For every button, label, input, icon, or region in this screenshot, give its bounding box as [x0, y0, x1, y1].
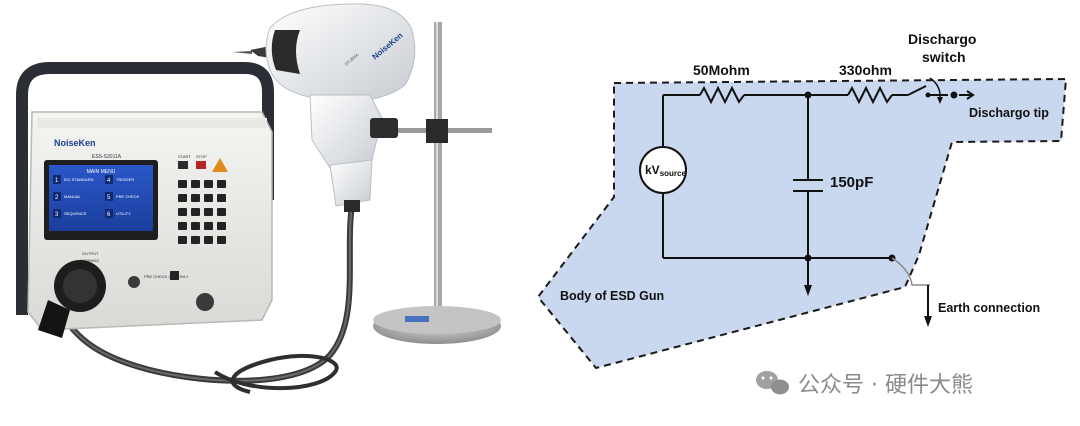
keypad-key[interactable]: [217, 180, 226, 188]
screen-menu: 1 IEC STANDARD 2 MANUAL 3 SEQUENCE 4 TRIGGER 5 PR…: [53, 175, 140, 218]
gun-head: [265, 3, 416, 102]
watermark-text: 公众号 · 硬件大熊: [798, 373, 973, 398]
switch-label-line1: Dischargo: [908, 31, 976, 47]
menu-item-number-box[interactable]: [53, 175, 61, 184]
keypad-key[interactable]: [204, 180, 213, 188]
menu-item-label[interactable]: IEC STANDARD: [64, 177, 94, 182]
keypad-key[interactable]: [191, 222, 200, 230]
keypad-key[interactable]: [178, 222, 187, 230]
r2-label: 330ohm: [839, 62, 892, 78]
warning-label: WARNING: [80, 258, 99, 263]
menu-item-number: 4: [107, 178, 111, 184]
discharge-switch: [907, 85, 927, 96]
kv-source: [639, 146, 687, 194]
keypad-key[interactable]: [178, 208, 187, 216]
stop-label: STOP: [196, 154, 207, 159]
tip-arrow: [959, 90, 975, 100]
node-bottom: [804, 254, 812, 262]
keypad-key[interactable]: [204, 222, 213, 230]
menu-item-number: 5: [107, 195, 111, 201]
keypad-key[interactable]: [217, 208, 226, 216]
keypad-key[interactable]: [178, 194, 187, 202]
body-label: Body of ESD Gun: [560, 289, 664, 303]
carry-handle: [16, 62, 274, 315]
menu-item-label[interactable]: UTILITY: [116, 211, 131, 216]
keypad-key[interactable]: [191, 194, 200, 202]
menu-item-number: 3: [55, 212, 59, 218]
esd-gun-circuit-diagram: kVsource 50Mohm 330ohm 150pF Dischargo s…: [536, 31, 1068, 370]
tip-label: Dischargo tip: [969, 106, 1049, 120]
wires: [662, 94, 948, 288]
keypad-key[interactable]: [178, 180, 187, 188]
gun-grip: [329, 159, 373, 207]
resistor-50mohm: [699, 85, 745, 105]
menu-item-number: 1: [55, 178, 59, 184]
gun-body-outline: [536, 77, 1068, 370]
earth-lead: [891, 257, 930, 286]
keypad-key[interactable]: [217, 222, 226, 230]
menu-item-label[interactable]: SEQUENCE: [64, 211, 87, 216]
start-label: START: [178, 154, 191, 159]
menu-item-number-box[interactable]: [53, 209, 61, 218]
node-top: [804, 91, 812, 99]
screen-title: MAIN MENU: [87, 169, 116, 175]
hazard-icon: [212, 158, 228, 172]
keypad-key[interactable]: [217, 194, 226, 202]
watermark: 公众号 · 硬件大熊: [756, 371, 973, 398]
keypad-key[interactable]: [204, 194, 213, 202]
menu-item-number: 2: [55, 195, 59, 201]
connector-plug: [38, 300, 70, 338]
ground-arrow: [804, 285, 812, 296]
keypad-key[interactable]: [191, 180, 200, 188]
menu-item-label[interactable]: PRE CHECK: [116, 194, 140, 199]
keypad-key[interactable]: [178, 236, 187, 244]
earth-label: Earth connection: [938, 301, 1040, 315]
menu-item-number-box[interactable]: [105, 175, 113, 184]
cable-loop: [213, 353, 339, 394]
keypad: START STOP: [178, 154, 228, 244]
lcd-screen: [49, 165, 153, 231]
knob[interactable]: [196, 293, 214, 311]
brand-label: NoiseKen: [54, 138, 96, 148]
start-key[interactable]: [178, 161, 188, 169]
source-label: kVsource: [645, 163, 686, 178]
keypad-key[interactable]: [204, 236, 213, 244]
esd-gun: NoiseKen GT-30RA: [232, 3, 416, 212]
r1-label: 50Mohm: [693, 62, 750, 78]
keypad-key[interactable]: [191, 236, 200, 244]
menu-item-number-box[interactable]: [105, 192, 113, 201]
menu-item-label[interactable]: TRIGGER: [116, 177, 134, 182]
menu-item-label[interactable]: MANUAL: [64, 194, 81, 199]
keypad-key[interactable]: [191, 208, 200, 216]
keypad-key[interactable]: [204, 208, 213, 216]
discharge-tip: [950, 91, 958, 99]
menu-item-number-box[interactable]: [53, 192, 61, 201]
capacitor-label: 150pF: [830, 174, 873, 191]
esd-simulator-photo: NoiseKen ESS-S3011A MAIN MENU 1 IEC STAND…: [16, 3, 501, 394]
earth-arrow: [924, 316, 932, 327]
stop-key[interactable]: [196, 161, 206, 169]
precheck-label: PRE CHECK USE ONLY: [144, 274, 189, 279]
resistor-330ohm: [847, 85, 893, 105]
precheck-port: [128, 276, 140, 288]
keypad-key[interactable]: [217, 236, 226, 244]
wechat-icon: [756, 371, 789, 395]
menu-item-number-box[interactable]: [105, 209, 113, 218]
menu-item-number: 6: [107, 212, 111, 218]
output-label: OUTPUT: [82, 251, 99, 256]
model-label: ESS-S3011A: [92, 154, 122, 160]
switch-label-line2: switch: [922, 49, 966, 65]
